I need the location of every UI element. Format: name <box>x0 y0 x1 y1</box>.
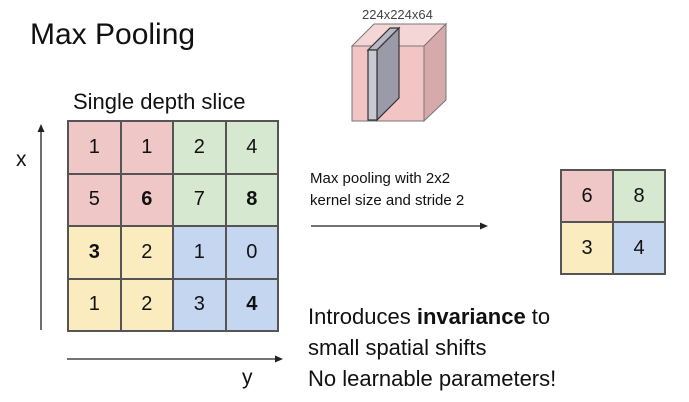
input-cell: 2 <box>173 121 226 174</box>
note-text: to <box>525 304 551 329</box>
y-axis-arrow <box>67 355 283 363</box>
note-line-2: small spatial shifts <box>308 335 487 360</box>
notes: Introduces invariance to small spatial s… <box>308 301 556 394</box>
input-cell: 1 <box>68 121 121 174</box>
output-cell: 3 <box>561 222 613 274</box>
input-cell: 1 <box>173 226 226 279</box>
output-cell: 4 <box>613 222 665 274</box>
input-cell: 3 <box>173 278 226 331</box>
note-line-3: No learnable parameters! <box>308 366 557 391</box>
slice-label: Single depth slice <box>73 89 246 114</box>
note-emphasis: invariance <box>416 304 526 329</box>
depth-slice <box>366 26 401 122</box>
input-cell: 3 <box>68 226 121 279</box>
input-cell: 0 <box>225 226 278 279</box>
input-cell: 8 <box>225 173 278 226</box>
operation-line-2: kernel size and stride 2 <box>310 192 465 209</box>
input-cell: 1 <box>68 278 121 331</box>
slide-title: Max Pooling <box>30 18 196 51</box>
note-text: Introduces <box>308 304 417 329</box>
input-cell: 2 <box>120 278 173 331</box>
operation-line-1: Max pooling with 2x2 <box>310 170 451 187</box>
note-line-1: Introduces invariance to <box>308 301 556 332</box>
x-axis-arrow <box>37 124 45 330</box>
input-cell: 2 <box>120 226 173 279</box>
output-cell: 8 <box>613 170 665 222</box>
input-cell: 6 <box>120 173 173 226</box>
output-cell: 6 <box>561 170 613 222</box>
x-axis-label: x <box>16 148 27 171</box>
input-cell: 4 <box>225 121 278 174</box>
input-cell: 5 <box>68 173 121 226</box>
operation-label: Max pooling with 2x2 kernel size and str… <box>310 168 464 212</box>
input-cell: 1 <box>120 121 173 174</box>
y-axis-label: y <box>242 366 253 389</box>
operation-arrow <box>311 222 488 230</box>
input-cell: 4 <box>225 278 278 331</box>
volume-dimensions-label: 224x224x64 <box>362 7 433 22</box>
input-cell: 7 <box>173 173 226 226</box>
